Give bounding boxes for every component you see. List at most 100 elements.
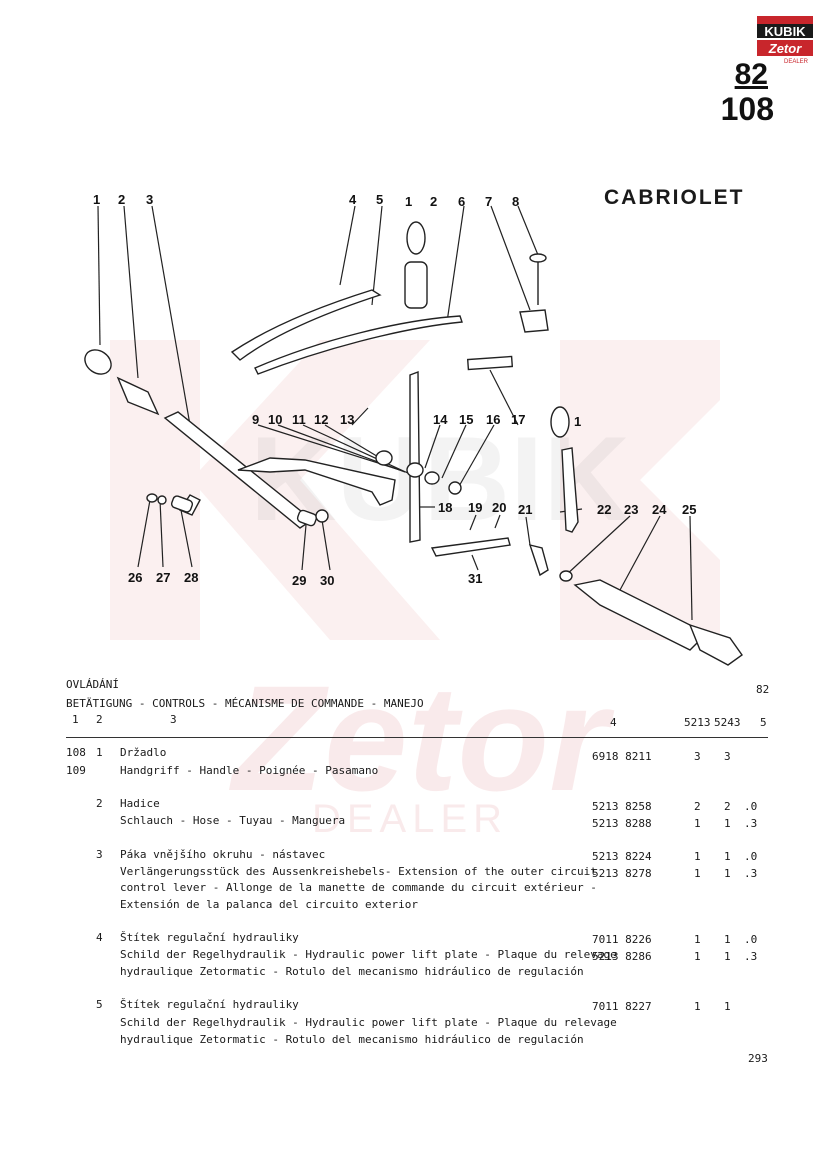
callout-9: 9 xyxy=(252,412,259,427)
row-note: .0 xyxy=(744,800,758,813)
row-qty-5213: 1 xyxy=(694,933,701,946)
col-header-note: 5 xyxy=(760,716,767,729)
row-qty-5243: 1 xyxy=(724,867,731,880)
callout-labels: 1 2 3 4 5 1 2 6 7 8 9 10 11 12 13 14 15 … xyxy=(93,192,696,588)
callout-1: 1 xyxy=(93,192,100,207)
section-title: OVLÁDÁNÍ xyxy=(66,678,119,691)
row-desc: control lever - Allonge de la manette de… xyxy=(120,881,597,894)
callout-16: 16 xyxy=(486,412,500,427)
callout-4: 4 xyxy=(349,192,357,207)
row-desc: Verlängerungsstück des Aussenkreishebels… xyxy=(120,865,597,878)
logo-top-text: KUBIK xyxy=(764,24,806,39)
row-desc: Držadlo xyxy=(120,746,167,759)
row-qty-5213: 1 xyxy=(694,950,701,963)
callout-5: 5 xyxy=(376,192,383,207)
row-part-number: 7011 8227 xyxy=(592,1000,652,1013)
row-note: .3 xyxy=(744,950,758,963)
part-shapes xyxy=(84,221,743,666)
row-qty-5243: 3 xyxy=(724,750,731,763)
row-pos: 3 xyxy=(96,848,103,861)
row-pos: 4 xyxy=(96,931,103,944)
watermark-sub: DEALER xyxy=(312,797,508,841)
callout-10: 10 xyxy=(268,412,282,427)
callout-13: 13 xyxy=(340,412,354,427)
callout-22: 22 xyxy=(597,502,611,517)
callout-2b: 2 xyxy=(430,194,437,209)
row-part-number: 5213 8278 xyxy=(592,867,652,880)
callout-30: 30 xyxy=(320,573,334,588)
callout-25: 25 xyxy=(682,502,696,517)
col-header-5243: 5243 xyxy=(714,716,741,729)
callout-14: 14 xyxy=(433,412,448,427)
row-note: .0 xyxy=(744,933,758,946)
row-qty-5213: 1 xyxy=(694,850,701,863)
row-qty-5243: 1 xyxy=(724,850,731,863)
col-header-desc: 3 xyxy=(170,713,177,726)
row-fig: 108 xyxy=(66,746,86,759)
callout-24: 24 xyxy=(652,502,667,517)
callout-27: 27 xyxy=(156,570,170,585)
row-qty-5213: 1 xyxy=(694,867,701,880)
page-number-top: 82 xyxy=(734,58,768,91)
row-desc: hydraulique Zetormatic - Rotulo del meca… xyxy=(120,1033,584,1046)
row-desc: Schild der Regelhydraulik - Hydraulic po… xyxy=(120,948,617,961)
callout-18: 18 xyxy=(438,500,452,515)
callout-1b: 1 xyxy=(405,194,412,209)
callout-8: 8 xyxy=(512,194,519,209)
callout-26: 26 xyxy=(128,570,142,585)
row-qty-5243: 1 xyxy=(724,933,731,946)
row-note: .0 xyxy=(744,850,758,863)
col-header-fig: 1 xyxy=(72,713,79,726)
row-desc: Štítek regulační hydrauliky xyxy=(120,998,299,1011)
callout-6: 6 xyxy=(458,194,465,209)
callout-20: 20 xyxy=(492,500,506,515)
row-qty-5243: 2 xyxy=(724,800,731,813)
callout-17: 17 xyxy=(511,412,525,427)
callout-23: 23 xyxy=(624,502,638,517)
row-pos: 5 xyxy=(96,998,103,1011)
row-qty-5243: 1 xyxy=(724,950,731,963)
logo-middle-text: Zetor xyxy=(768,41,802,56)
section-subtitle: BETÄTIGUNG - CONTROLS - MÉCANISME DE COM… xyxy=(66,697,424,710)
header-rule xyxy=(66,737,768,738)
page-footer-number: 293 xyxy=(748,1052,768,1065)
row-part-number: 6918 8211 xyxy=(592,750,652,763)
row-desc: Extensión de la palanca del circuito ext… xyxy=(120,898,419,911)
row-pos: 2 xyxy=(96,797,103,810)
row-part-number: 5213 8286 xyxy=(592,950,652,963)
leader-lines xyxy=(97,205,693,621)
row-qty-5213: 1 xyxy=(694,817,701,830)
row-qty-5243: 1 xyxy=(724,1000,731,1013)
callout-7: 7 xyxy=(485,194,492,209)
row-part-number: 5213 8288 xyxy=(592,817,652,830)
row-qty-5243: 1 xyxy=(724,817,731,830)
callout-21: 21 xyxy=(518,502,532,517)
col-header-part: 4 xyxy=(610,716,617,729)
col-header-5213: 5213 xyxy=(684,716,711,729)
callout-1c: 1 xyxy=(574,414,581,429)
callout-12: 12 xyxy=(314,412,328,427)
row-desc: Štítek regulační hydrauliky xyxy=(120,931,299,944)
callout-2: 2 xyxy=(118,192,125,207)
callout-3: 3 xyxy=(146,192,153,207)
kubik-zetor-logo: KUBIK Zetor DEALER xyxy=(756,14,814,66)
logo-bottom-text: DEALER xyxy=(784,59,809,65)
row-note: .3 xyxy=(744,867,758,880)
callout-28: 28 xyxy=(184,570,198,585)
callout-15: 15 xyxy=(459,412,473,427)
row-fig: 109 xyxy=(66,764,86,777)
callout-19: 19 xyxy=(468,500,482,515)
row-desc: Hadice xyxy=(120,797,160,810)
row-qty-5213: 2 xyxy=(694,800,701,813)
page-number-bottom: 108 xyxy=(720,91,774,127)
watermark-word: Zetor xyxy=(229,654,616,822)
row-desc: Páka vnějšího okruhu - nástavec xyxy=(120,848,326,861)
diagram-heading: CABRIOLET xyxy=(604,186,745,209)
section-number: 82 xyxy=(756,683,770,696)
exploded-parts-diagram: 1 2 3 4 5 1 2 6 7 8 9 10 11 12 13 14 15 … xyxy=(84,192,743,666)
row-qty-5213: 1 xyxy=(694,1000,701,1013)
row-qty-5213: 3 xyxy=(694,750,701,763)
row-desc: hydraulique Zetormatic - Rotulo del meca… xyxy=(120,965,584,978)
callout-11: 11 xyxy=(292,412,306,427)
callout-31: 31 xyxy=(468,571,482,586)
